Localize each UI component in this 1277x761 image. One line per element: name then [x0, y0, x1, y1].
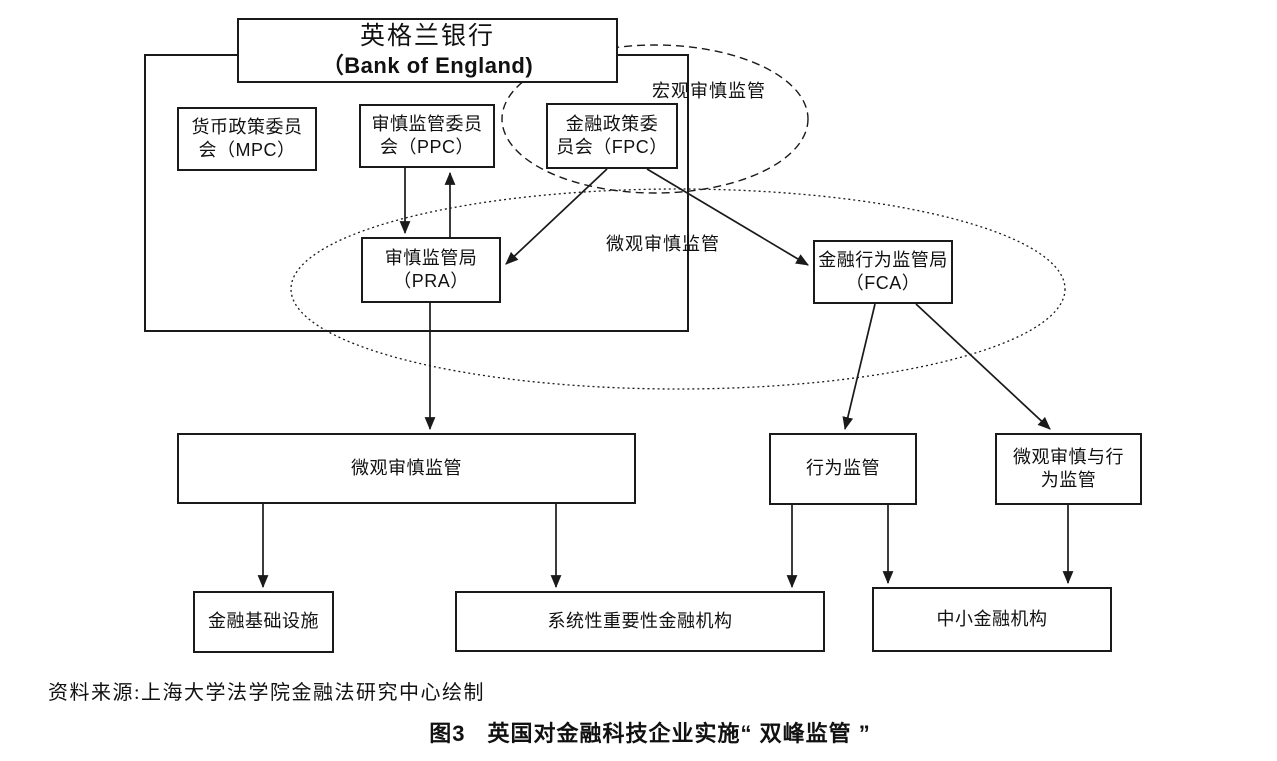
- micro-prudential-regulation-box: 微观审慎监管: [177, 433, 636, 504]
- pra-label-line2: （PRA）: [393, 271, 469, 291]
- micro-wide-label: 微观审慎监管: [351, 457, 462, 478]
- figure-caption: 图3 英国对金融科技企业实施“ 双峰监管 ”: [250, 716, 1050, 748]
- ppc-label-line1: 审慎监管委员: [371, 113, 483, 134]
- figure-title: 英国对金融科技企业实施“ 双峰监管 ”: [487, 721, 871, 746]
- fca-box: 金融行为监管局 （FCA）: [813, 240, 953, 304]
- pra-box: 审慎监管局 （PRA）: [361, 237, 501, 303]
- fpc-box: 金融政策委 员会（FPC）: [546, 103, 678, 169]
- ppc-label-line2: 会（PPC）: [379, 137, 474, 157]
- mpc-box: 货币政策委员 会（MPC）: [177, 107, 317, 171]
- figure-number: 图3: [429, 721, 466, 746]
- ppc-box: 审慎监管委员 会（PPC）: [359, 104, 495, 168]
- source-note: 资料来源:上海大学法学院金融法研究中心绘制: [48, 682, 486, 704]
- macro-prudential-label: 宏观审慎监管: [652, 81, 766, 101]
- conduct-regulation-box: 行为监管: [769, 433, 917, 505]
- fpc-label-line2: 员会（FPC）: [556, 137, 668, 157]
- bank-name-cn: 英格兰银行: [359, 21, 495, 50]
- micro-conduct-label-line2: 为监管: [1040, 470, 1097, 490]
- arrow-fca-to-conduct: [842, 303, 876, 431]
- micro-prudential-and-conduct-box: 微观审慎与行 为监管: [995, 433, 1142, 505]
- pra-label-line1: 审慎监管局: [384, 247, 478, 268]
- sme-label: 中小金融机构: [936, 608, 1048, 629]
- arrow-fca-to-micro-conduct: [915, 303, 1051, 430]
- bank-of-england-box: 英格兰银行 （Bank of England): [237, 18, 618, 83]
- fca-label-line2: （FCA）: [845, 273, 921, 293]
- fca-label-line1: 金融行为监管局: [818, 249, 948, 270]
- mpc-label-line2: 会（MPC）: [198, 140, 296, 160]
- micro-conduct-label-line1: 微观审慎与行: [1013, 446, 1124, 467]
- sifi-label: 系统性重要性金融机构: [547, 610, 733, 631]
- fpc-label-line1: 金融政策委: [565, 113, 659, 134]
- conduct-label: 行为监管: [806, 458, 880, 479]
- micro-prudential-label: 微观审慎监管: [606, 234, 720, 254]
- systemically-important-institutions-box: 系统性重要性金融机构: [455, 591, 825, 652]
- bank-name-en: （Bank of England): [321, 53, 534, 79]
- infra-label: 金融基础设施: [208, 611, 319, 632]
- sme-financial-institutions-box: 中小金融机构: [872, 587, 1112, 652]
- mpc-label-line1: 货币政策委员: [191, 116, 303, 137]
- financial-infrastructure-box: 金融基础设施: [193, 591, 334, 653]
